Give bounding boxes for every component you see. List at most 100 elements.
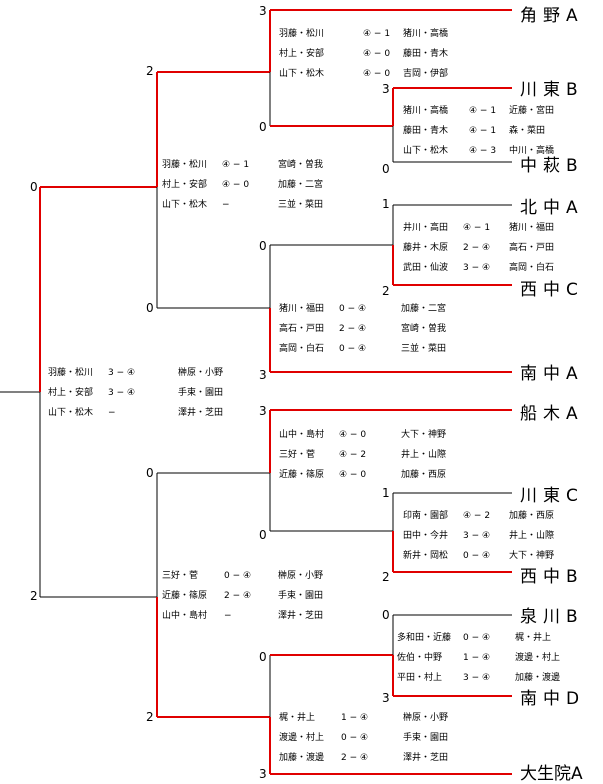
score-r2: 3 [259, 767, 267, 781]
score-semi: 0 [146, 466, 154, 480]
match-right: 澤井・芝田 [278, 611, 324, 621]
match-score: ④ − 0 [363, 69, 391, 79]
match-left: 猪川・福田 [279, 304, 325, 314]
match-score: 0 − ④ [463, 551, 491, 561]
match-left: 村上・安部 [279, 49, 325, 59]
match-score: ④ − 1 [363, 29, 391, 39]
match-left: 山中・島村 [162, 611, 208, 621]
match-left: 加藤・渡邊 [279, 753, 325, 763]
match-right: 加藤・西原 [401, 470, 447, 480]
match-score: ④ − 1 [222, 160, 250, 170]
match-right: 三並・菜田 [401, 344, 447, 354]
score-final-bottom: 2 [30, 589, 38, 603]
match-right: 藤田・青木 [403, 49, 449, 59]
team-name: 川東B [520, 80, 584, 100]
match-right: 加藤・西原 [509, 511, 555, 521]
match-left: 高石・戸田 [279, 324, 325, 334]
match-right: 榊原・小野 [178, 368, 224, 378]
score-r2: 0 [259, 528, 267, 542]
match-score: 1 − ④ [341, 713, 369, 723]
score-final-top: 0 [30, 180, 38, 194]
match-score: 0 − ④ [224, 571, 252, 581]
score-r2: 0 [259, 650, 267, 664]
team-name: 西中C [520, 280, 584, 300]
team-name: 南中D [520, 689, 586, 709]
match-left: 高岡・白石 [279, 344, 325, 354]
match-left: 梶・井上 [279, 713, 316, 723]
team-name: 北中A [520, 198, 584, 218]
match-right: 三並・菜田 [278, 200, 324, 210]
match-right: 宮崎・曽我 [278, 160, 324, 170]
team-name: 川東C [520, 486, 584, 506]
match-left: 山下・松木 [162, 200, 208, 210]
match-left: 村上・安部 [162, 180, 208, 190]
match-left: 平田・村上 [397, 673, 443, 683]
match-score: 3 − ④ [463, 263, 491, 273]
match-score: − [222, 200, 230, 210]
match-score: 0 − ④ [341, 733, 369, 743]
match-left: 山中・島村 [279, 430, 325, 440]
match-left: 田中・今井 [403, 531, 449, 541]
score-r1: 0 [382, 162, 390, 176]
match-score: ④ − 0 [222, 180, 250, 190]
match-score: ④ − 1 [463, 223, 491, 233]
team-name: 大生院A [520, 764, 583, 784]
match-right: 大下・神野 [509, 551, 555, 561]
match-score: 2 − ④ [463, 243, 491, 253]
match-left: 山下・松木 [279, 69, 325, 79]
match-left: 山下・松木 [403, 146, 449, 156]
match-score: 3 − ④ [463, 531, 491, 541]
match-left: 羽藤・松川 [48, 368, 94, 378]
score-r2: 3 [259, 4, 267, 18]
match-score: ④ − 3 [469, 146, 497, 156]
match-score: 0 − ④ [339, 344, 367, 354]
match-right: 加藤・二宮 [278, 180, 324, 190]
match-right: 手束・園田 [278, 591, 324, 601]
match-left: 藤田・青木 [403, 126, 449, 136]
score-r1: 3 [382, 691, 390, 705]
match-score: 2 − ④ [341, 753, 369, 763]
score-r1: 3 [382, 82, 390, 96]
match-score: 1 − ④ [463, 653, 491, 663]
match-score: 2 − ④ [339, 324, 367, 334]
match-score: 0 − ④ [339, 304, 367, 314]
match-right: 加藤・渡邊 [515, 673, 561, 683]
team-name: 角野A [520, 6, 584, 26]
score-r2: 3 [259, 368, 267, 382]
match-left: 渡邊・村上 [279, 733, 325, 743]
match-score: ④ − 2 [463, 511, 491, 521]
match-right: 高岡・白石 [509, 263, 555, 273]
team-name: 中萩B [520, 156, 584, 176]
team-name: 西中B [520, 567, 584, 587]
match-score: 3 − ④ [108, 368, 136, 378]
match-left: 藤井・木原 [403, 243, 449, 253]
match-right: 手束・園田 [178, 388, 224, 398]
match-score: ④ − 2 [339, 450, 367, 460]
match-right: 吉岡・伊部 [403, 69, 449, 79]
match-right: 森・菜田 [509, 126, 546, 136]
score-r1: 1 [382, 486, 390, 500]
match-right: 猪川・福田 [509, 223, 555, 233]
match-left: 三好・菅 [162, 571, 199, 581]
match-left: 猪川・高橋 [403, 106, 449, 116]
team-name: 南中A [520, 364, 584, 384]
score-semi: 0 [146, 301, 154, 315]
team-name: 船木A [520, 404, 584, 424]
match-left: 三好・菅 [279, 450, 316, 460]
match-score: ④ − 0 [339, 430, 367, 440]
match-right: 手束・園田 [403, 733, 449, 743]
match-right: 井上・山際 [401, 450, 447, 460]
match-score: 2 − ④ [224, 591, 252, 601]
match-right: 中川・高橋 [509, 146, 555, 156]
score-r1: 0 [382, 608, 390, 622]
team-name: 泉川B [520, 607, 584, 627]
match-right: 高石・戸田 [509, 243, 555, 253]
match-left: 山下・松木 [48, 408, 94, 418]
match-score: 3 − ④ [463, 673, 491, 683]
match-left: 羽藤・松川 [279, 29, 325, 39]
match-score: ④ − 1 [469, 106, 497, 116]
score-semi: 2 [146, 64, 154, 78]
match-score: ④ − 0 [363, 49, 391, 59]
match-left: 印南・園部 [403, 511, 449, 521]
match-score: − [224, 611, 232, 621]
